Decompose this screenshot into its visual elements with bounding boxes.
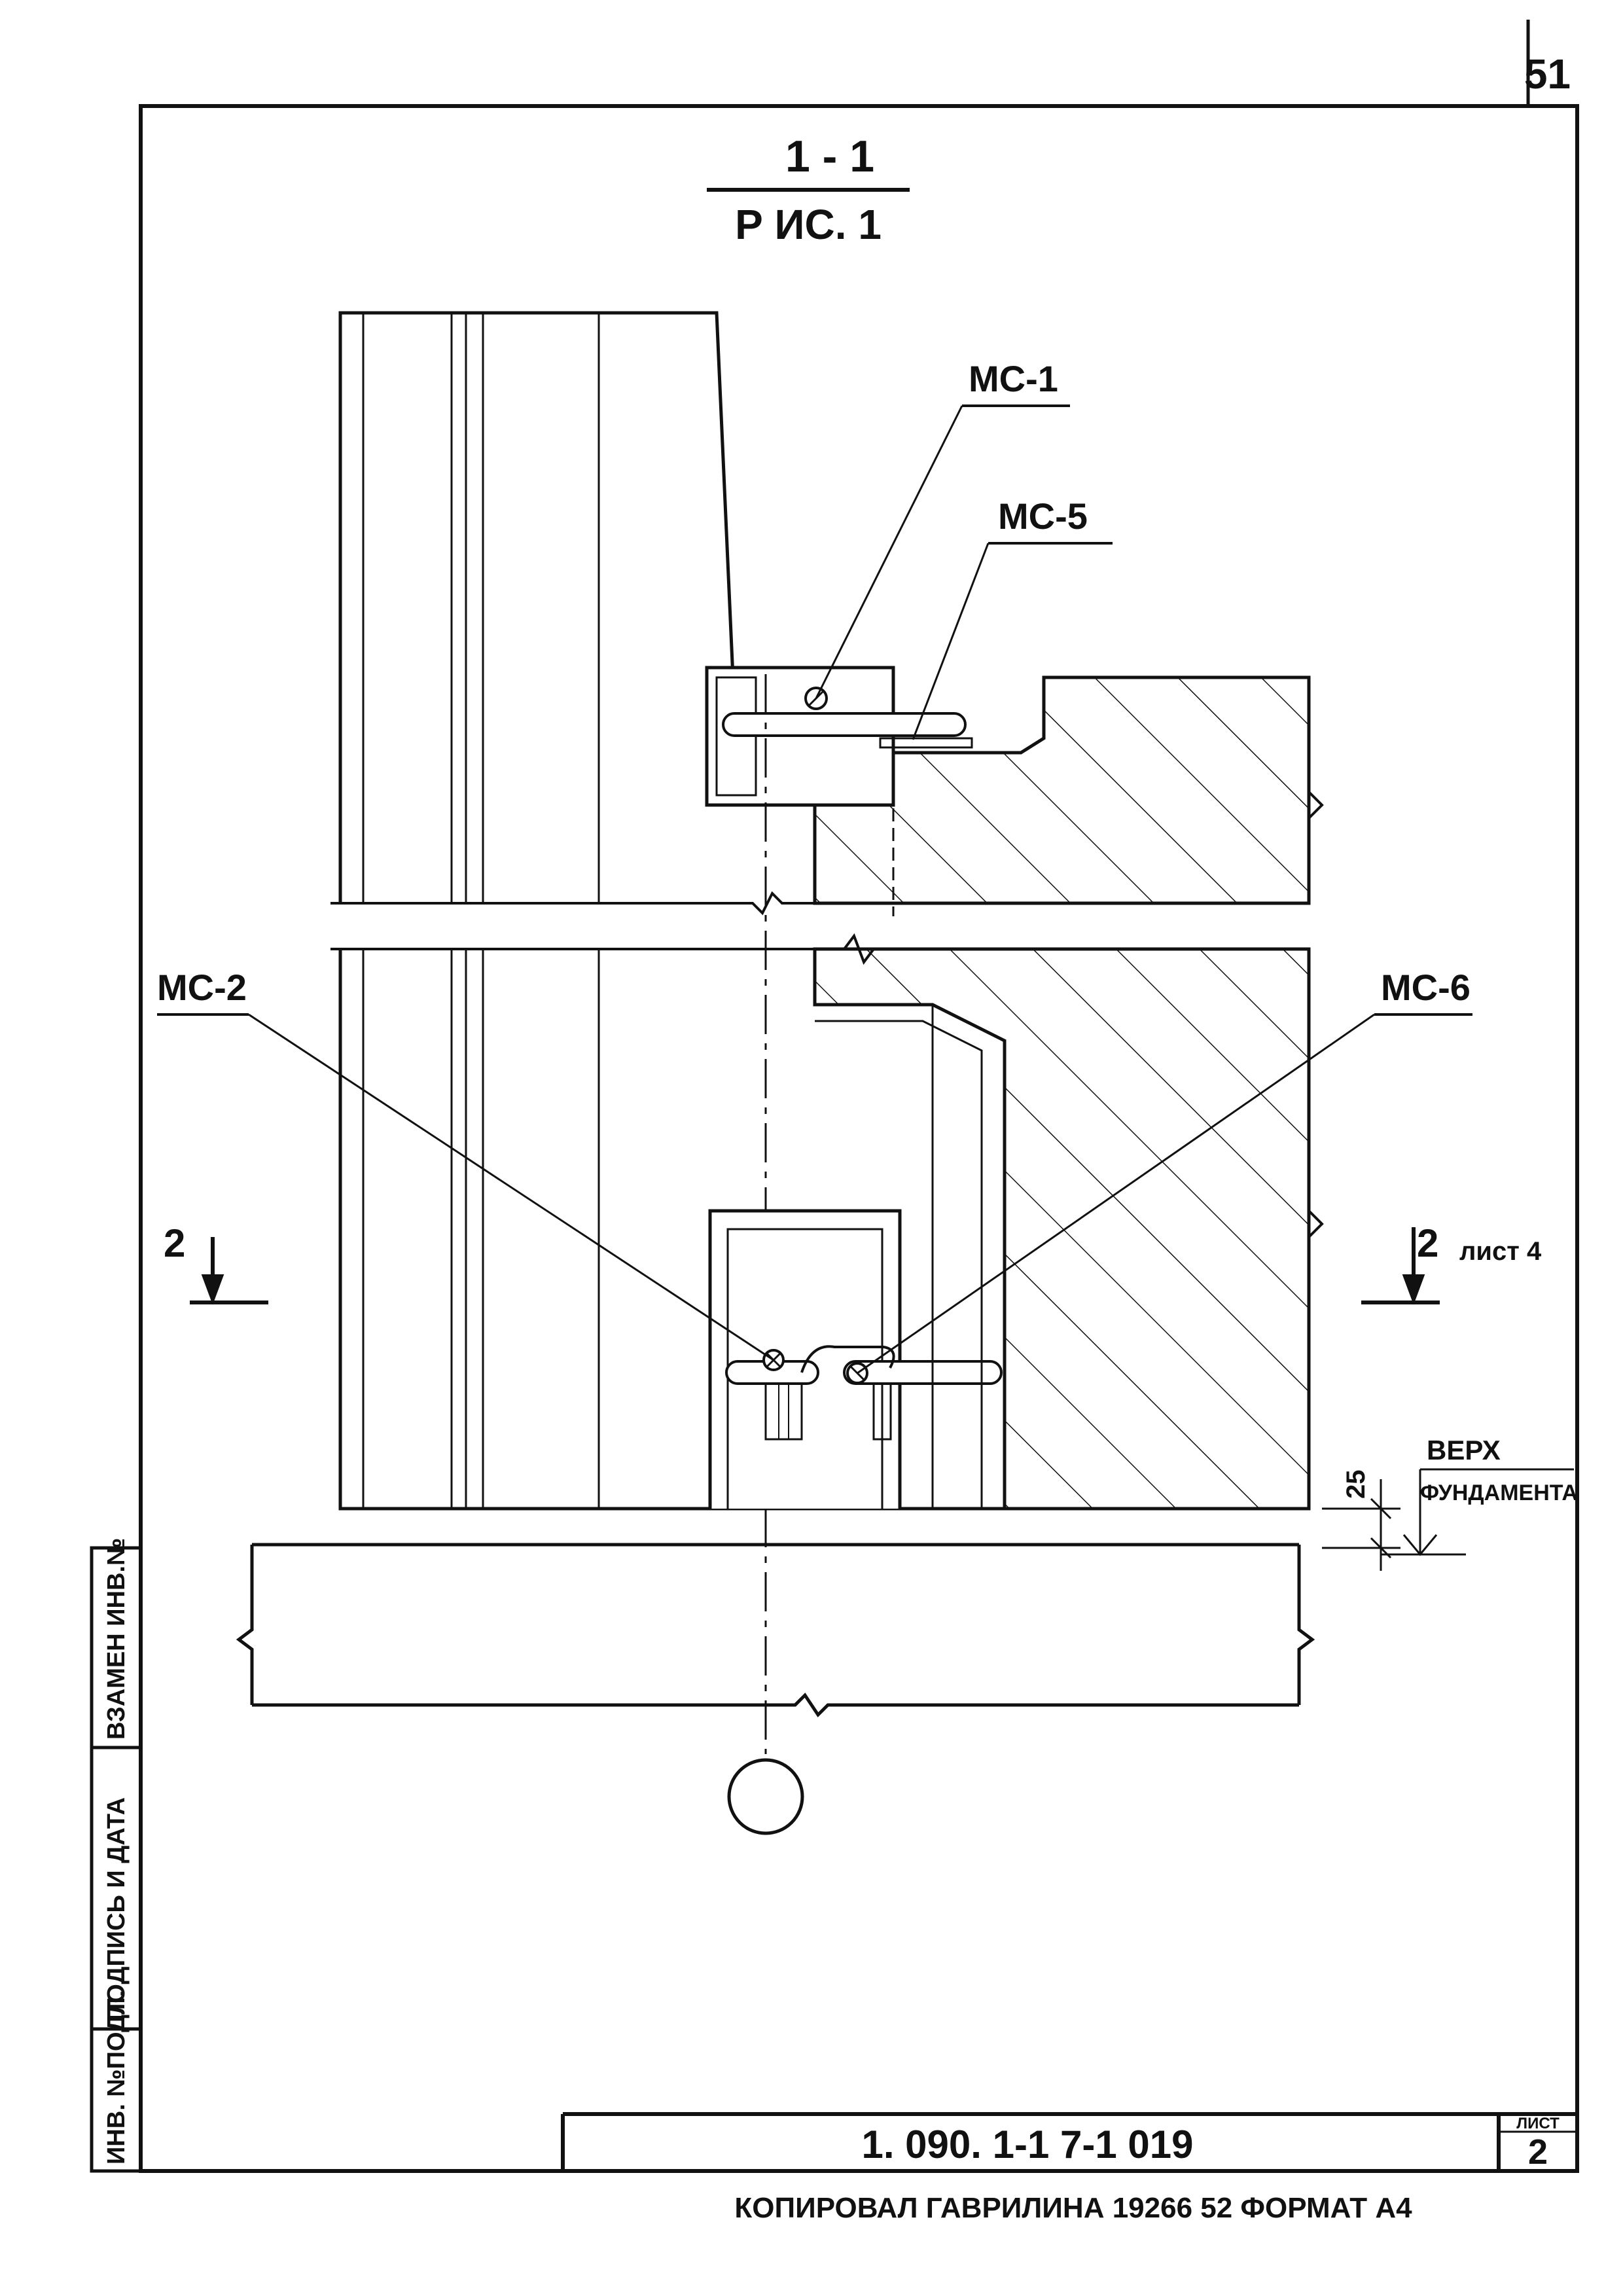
footer-copy-note: КОПИРОВАЛ ГАВРИЛИНА 19266 52 ФОРМАТ А4 xyxy=(734,2192,1412,2224)
side-stamp-vzamen-inv: ВЗАМЕН ИНВ.№ xyxy=(103,1538,130,1740)
dimension-25-graphic xyxy=(1322,1479,1400,1571)
callout-mc1: МС-1 xyxy=(969,358,1058,399)
callout-mc5: МС-5 xyxy=(998,495,1088,537)
section-mark-left-graphic xyxy=(190,1237,268,1305)
section-title-top: 1 - 1 xyxy=(785,132,874,181)
side-stamp-podpis-data: ПОДПИСЬ И ДАТА xyxy=(103,1797,130,2021)
dimension-25: 25 xyxy=(1342,1470,1370,1499)
upper-connection xyxy=(705,666,973,916)
column-lower xyxy=(338,949,1005,1511)
sheet-number: 2 xyxy=(1528,2132,1548,2172)
side-stamp-inv-podl: ИНВ. №ПОДЛ. xyxy=(103,1990,130,2164)
column-upper xyxy=(338,311,735,903)
title-block-frame xyxy=(561,2112,1577,2171)
sheet-label: ЛИСТ xyxy=(1516,2115,1560,2132)
break-lines xyxy=(330,791,1324,1238)
callout-leaders xyxy=(157,404,1472,1374)
callout-mc6: МС-6 xyxy=(1381,967,1471,1008)
lower-connection xyxy=(708,1003,1006,1509)
page-number: 51 xyxy=(1524,50,1571,98)
axis-marker xyxy=(727,1758,804,1835)
foundation-slab xyxy=(236,1543,1315,1717)
section-mark-right-graphic xyxy=(1361,1227,1440,1305)
side-stamp-frame xyxy=(90,1546,143,2173)
sheet-frame xyxy=(139,104,1579,2173)
section-mark-right: 2 xyxy=(1417,1221,1438,1265)
level-label-bottom: ФУНДАМЕНТА xyxy=(1420,1480,1578,1505)
document-code: 1. 090. 1-1 7-1 019 xyxy=(861,2123,1193,2166)
level-mark-graphic xyxy=(1381,1468,1574,1556)
callout-mc2: МС-2 xyxy=(157,967,247,1008)
section-mark-left: 2 xyxy=(164,1221,185,1265)
section-mark-ref: лист 4 xyxy=(1459,1237,1542,1266)
level-label-top: ВЕРХ xyxy=(1427,1435,1501,1465)
section-title-bottom: Р ИС. 1 xyxy=(735,201,882,248)
